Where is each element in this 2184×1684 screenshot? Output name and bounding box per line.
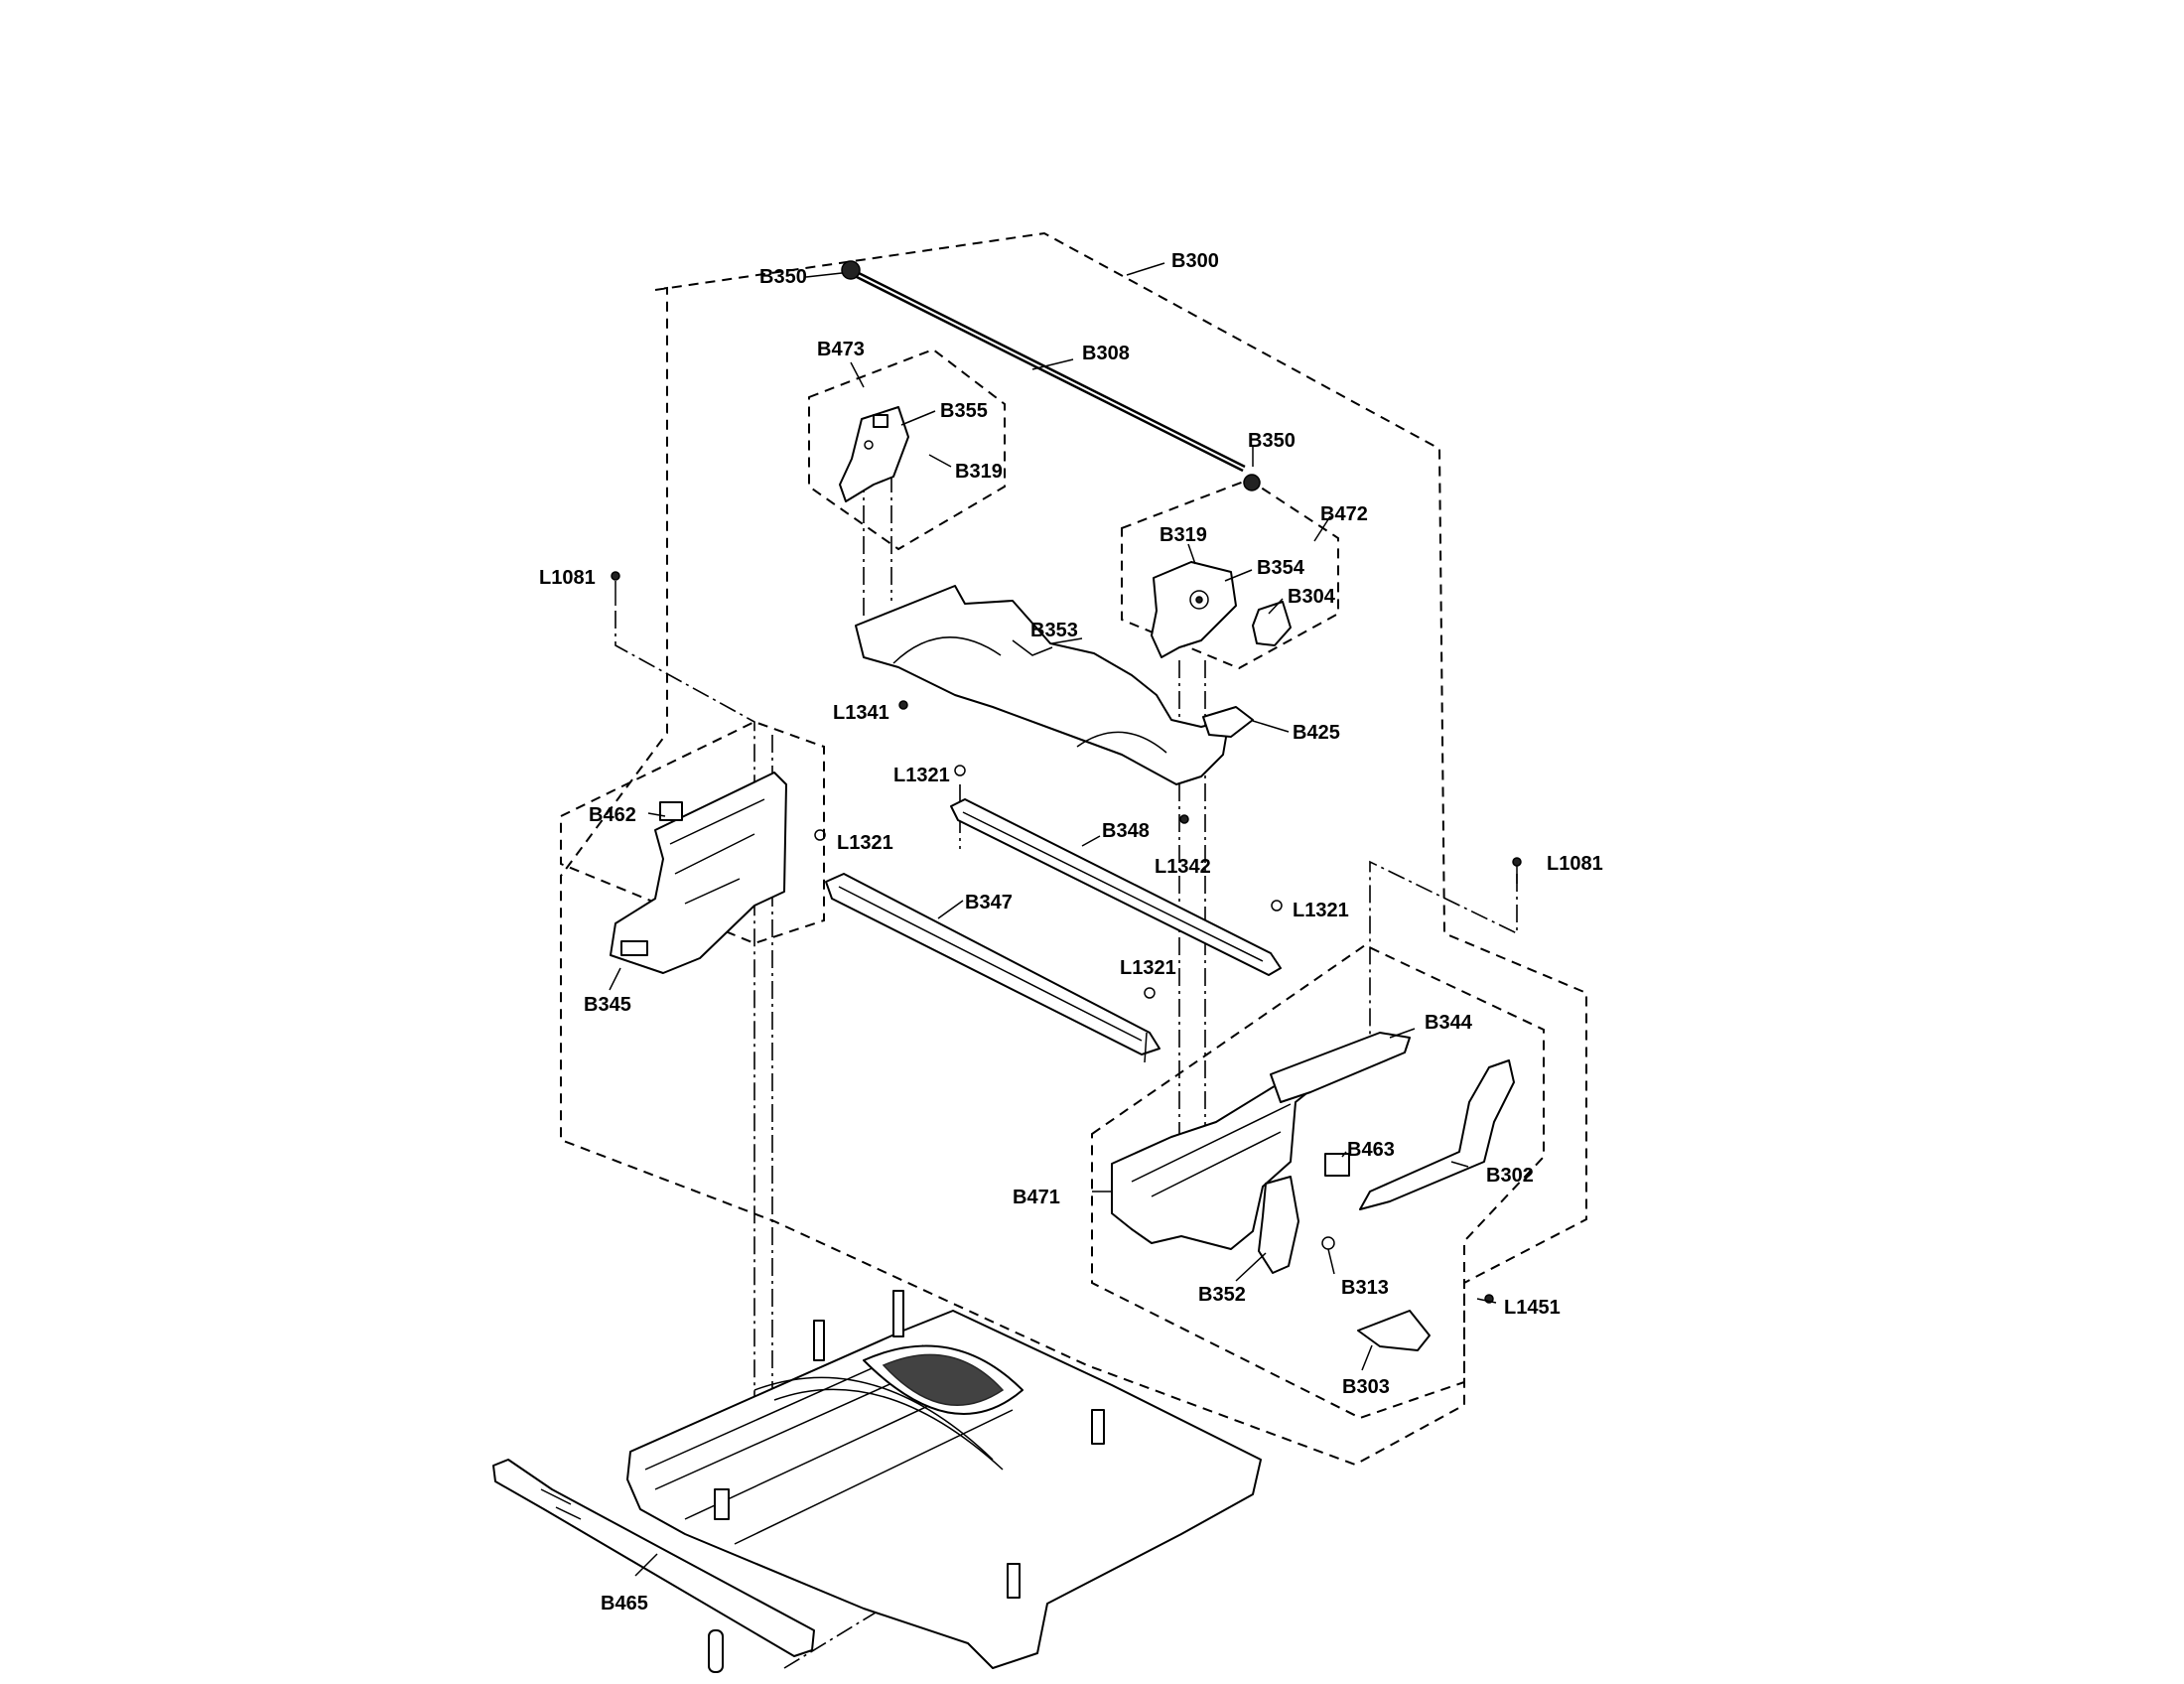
- label-b302: B302: [1486, 1165, 1534, 1187]
- assembly-outline-b345-group: [560, 720, 825, 945]
- label-l1451: L1451: [1504, 1297, 1561, 1319]
- b303-link: [1357, 1310, 1431, 1351]
- label-l1321-mid: L1321: [1120, 957, 1176, 979]
- l1081-right-screw: [1512, 857, 1522, 867]
- label-b308: B308: [1082, 343, 1130, 364]
- label-l1342: L1342: [1155, 856, 1211, 878]
- main-chassis: [626, 1310, 1262, 1669]
- l1321-left-screw: [814, 829, 826, 841]
- assembly-outline-b471: [1091, 943, 1545, 1420]
- l1321-right-screw: [1271, 900, 1283, 912]
- label-b344: B344: [1425, 1012, 1473, 1034]
- b302-arm: [1359, 1059, 1515, 1210]
- label-b303: B303: [1342, 1376, 1390, 1398]
- label-b350-right: B350: [1248, 430, 1296, 452]
- assembly-outline-b473: [808, 348, 1006, 551]
- b352-b313-part: [1258, 1176, 1299, 1274]
- b462-part: [659, 801, 683, 821]
- label-b462: B462: [589, 804, 636, 826]
- label-b465: B465: [601, 1593, 648, 1614]
- label-b472: B472: [1320, 503, 1368, 525]
- label-l1081-left: L1081: [539, 567, 596, 589]
- label-l1341: L1341: [833, 702, 889, 724]
- chain-line-b465: [783, 1598, 899, 1669]
- b472-bracket: [1151, 561, 1237, 658]
- label-b463: B463: [1347, 1139, 1395, 1161]
- label-l1321-top: L1321: [893, 765, 950, 786]
- pin: [708, 1629, 724, 1673]
- label-b319-right: B319: [1160, 524, 1207, 546]
- b348-rail: [950, 798, 1282, 976]
- assembly-outline-b300: [560, 231, 1587, 1467]
- label-b300: B300: [1171, 250, 1219, 272]
- chain-line-l1081-right: [1369, 860, 1518, 1048]
- b463-part: [1324, 1153, 1350, 1177]
- label-l1081-right: L1081: [1547, 853, 1603, 875]
- label-b352: B352: [1198, 1284, 1246, 1306]
- label-b425: B425: [1293, 722, 1340, 744]
- label-b304: B304: [1288, 586, 1336, 608]
- label-b471: B471: [1013, 1187, 1060, 1208]
- l1341-screw: [898, 700, 908, 710]
- b304-part: [1252, 601, 1292, 646]
- label-b353: B353: [1030, 620, 1078, 641]
- b345-side-plate: [610, 772, 787, 974]
- label-l1321-right: L1321: [1293, 900, 1349, 921]
- label-b347: B347: [965, 892, 1013, 913]
- label-b345: B345: [584, 994, 631, 1016]
- label-b348: B348: [1102, 820, 1150, 842]
- label-b473: B473: [817, 339, 865, 360]
- label-b355: B355: [940, 400, 988, 422]
- label-b350-top: B350: [759, 266, 807, 288]
- b350-bushing-right: [1243, 474, 1261, 491]
- b344-cover: [1270, 1032, 1411, 1103]
- label-b319-left: B319: [955, 461, 1003, 483]
- l1321-mid-screw: [1144, 987, 1156, 999]
- l1321-top-screw: [954, 765, 966, 776]
- label-b313: B313: [1341, 1277, 1389, 1299]
- b473-bracket: [839, 406, 909, 502]
- label-l1321-left: L1321: [837, 832, 893, 854]
- label-b354: B354: [1257, 557, 1305, 579]
- b425-clip: [1202, 706, 1254, 738]
- l1081-left-screw: [611, 571, 620, 581]
- b471-frame: [1111, 1059, 1321, 1250]
- b350-gear-top: [841, 260, 861, 280]
- chain-line-l1081-left: [614, 611, 755, 1435]
- l1342-screw: [1179, 814, 1189, 824]
